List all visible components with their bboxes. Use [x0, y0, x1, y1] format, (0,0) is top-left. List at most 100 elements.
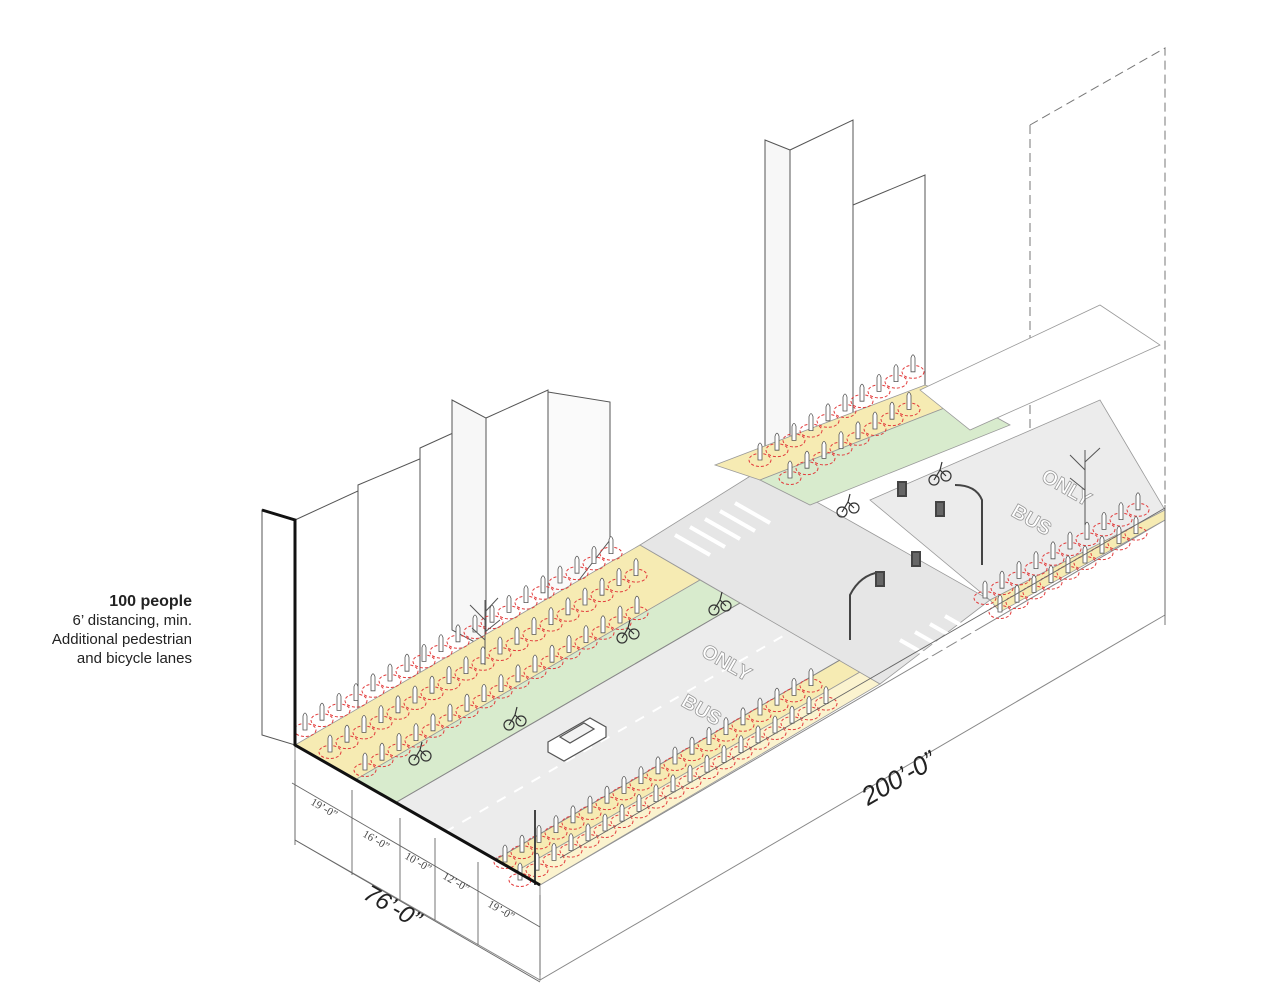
- pedestrian-icon: [604, 785, 610, 804]
- pedestrian-icon: [523, 585, 529, 603]
- pedestrian-icon: [599, 577, 605, 596]
- pedestrian-icon: [791, 677, 797, 696]
- pedestrian-icon: [447, 703, 453, 722]
- pedestrian-icon: [791, 423, 797, 441]
- pedestrian-icon: [821, 441, 827, 459]
- pedestrian-icon: [999, 570, 1005, 589]
- pedestrian-icon: [480, 646, 486, 665]
- pedestrian-icon: [519, 834, 525, 853]
- pedestrian-icon: [370, 673, 376, 692]
- pedestrian-icon: [602, 813, 608, 832]
- pedestrian-icon: [600, 615, 606, 634]
- pedestrian-icon: [413, 723, 419, 741]
- pedestrian-icon: [396, 732, 402, 751]
- pedestrian-icon: [429, 675, 435, 694]
- pedestrian-icon: [587, 795, 593, 814]
- pedestrian-icon: [327, 734, 333, 753]
- pedestrian-icon: [842, 393, 848, 412]
- pedestrian-icon: [893, 364, 899, 382]
- bicycle-icon: [928, 461, 952, 486]
- pedestrian-icon: [379, 742, 385, 761]
- pedestrian-icon: [806, 695, 812, 714]
- pedestrian-icon: [1016, 561, 1022, 579]
- pedestrian-icon: [689, 736, 695, 755]
- section-outline: [261, 508, 541, 887]
- bicycle-icon: [616, 619, 640, 644]
- pedestrian-icon: [464, 693, 470, 712]
- pedestrian-icon: [574, 555, 580, 574]
- pedestrian-icon: [455, 624, 461, 643]
- pedestrian-icon: [653, 784, 659, 802]
- pedestrian-icon: [757, 697, 763, 716]
- pedestrian-icon: [757, 442, 763, 461]
- pedestrian-icon: [633, 558, 639, 576]
- pedestrian-icon: [565, 597, 571, 616]
- pedestrian-icon: [619, 803, 625, 822]
- pedestrian-icon: [621, 775, 627, 794]
- pedestrian-icon: [772, 715, 778, 734]
- pedestrian-icon: [1084, 521, 1090, 540]
- pedestrian-icon: [549, 644, 555, 663]
- pedestrian-icon: [412, 685, 418, 704]
- pedestrian-icon: [1067, 531, 1073, 550]
- pedestrians: [302, 354, 1141, 881]
- pedestrian-icon: [808, 413, 814, 431]
- pedestrian-icon: [302, 712, 308, 731]
- pedestrian-icon: [404, 653, 410, 672]
- pedestrian-icon: [551, 842, 557, 861]
- pedestrian-icon: [481, 683, 487, 702]
- pedestrian-icon: [636, 793, 642, 812]
- pedestrian-icon: [514, 626, 520, 645]
- pedestrian-icon: [823, 686, 829, 704]
- traffic-signal-icon: [534, 481, 983, 885]
- pedestrian-icon: [616, 568, 622, 586]
- dimension-lines: [291, 505, 1166, 983]
- pedestrian-icon: [344, 724, 350, 743]
- legend-line-3: and bicycle lanes: [76, 650, 192, 667]
- pedestrian-icon: [774, 687, 780, 706]
- pedestrian-icon: [430, 713, 436, 732]
- pedestrian-icon: [566, 634, 572, 653]
- pedestrian-icon: [889, 401, 895, 420]
- pedestrian-icon: [638, 766, 644, 784]
- pedestrian-icon: [531, 616, 537, 635]
- pedestrian-icon: [876, 374, 882, 392]
- pedestrian-icon: [787, 460, 793, 479]
- tree-icon: [469, 447, 1101, 665]
- pedestrian-icon: [687, 764, 693, 783]
- pedestrian-icon: [740, 707, 746, 726]
- pedestrian-icon: [463, 656, 469, 674]
- pedestrian-icon: [755, 725, 761, 744]
- pedestrian-icon: [721, 744, 727, 763]
- pedestrian-icon: [583, 625, 589, 643]
- car-icon: [547, 717, 607, 762]
- pedestrian-icon: [608, 536, 614, 554]
- pedestrian-icon: [855, 421, 861, 440]
- pedestrian-icon: [336, 692, 342, 711]
- pedestrian-icon: [704, 754, 710, 773]
- pedestrian-icon: [617, 605, 623, 624]
- pedestrian-icon: [446, 665, 452, 684]
- pedestrian-icon: [515, 664, 521, 683]
- pedestrian-icon: [557, 565, 563, 584]
- pedestrian-icon: [1118, 502, 1124, 520]
- buildings: [261, 119, 926, 746]
- pedestrian-icon: [540, 575, 546, 594]
- pedestrian-icon: [738, 735, 744, 753]
- pedestrian-icon: [497, 636, 503, 655]
- legend-headline: 100 people: [109, 593, 192, 610]
- pedestrian-icon: [582, 587, 588, 606]
- pedestrian-icon: [1033, 551, 1039, 569]
- pedestrian-icon: [553, 815, 559, 833]
- legend-line-2: Additional pedestrian: [51, 631, 192, 648]
- pedestrian-icon: [982, 580, 988, 599]
- bicycles: [408, 461, 952, 766]
- pedestrian-icon: [825, 403, 831, 422]
- legend: 100 people 6’ distancing, min. Additiona…: [52, 592, 192, 668]
- pedestrian-icon: [655, 756, 661, 775]
- bicycle-icon: [708, 591, 732, 616]
- bicycle-icon: [408, 741, 432, 766]
- pedestrian-icon: [634, 595, 640, 614]
- pedestrian-icon: [506, 594, 512, 613]
